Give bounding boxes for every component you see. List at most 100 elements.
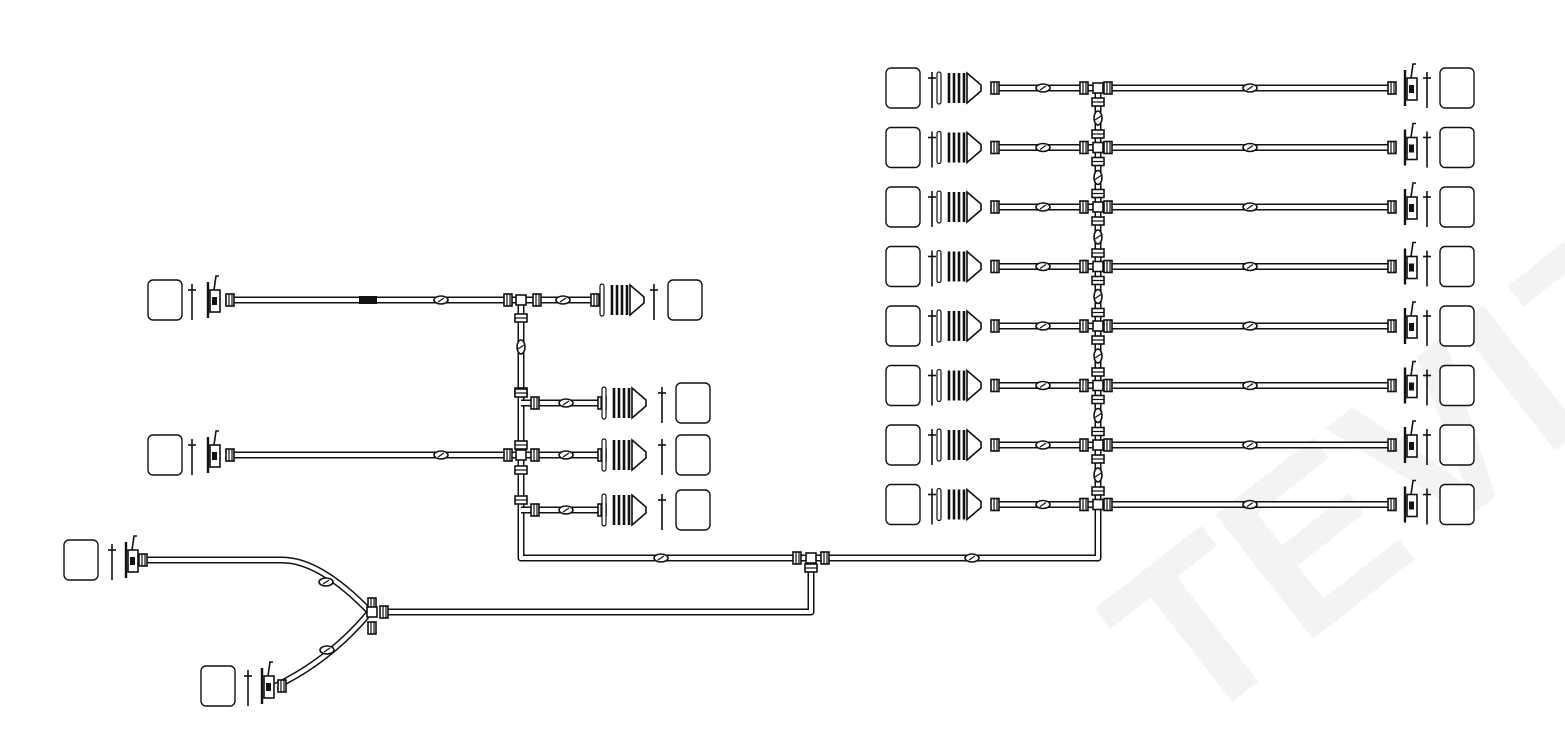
connector-cap-icon — [885, 364, 921, 407]
terminal-block-icon — [206, 275, 221, 318]
rubber-boot-icon — [601, 493, 647, 527]
splice-junction-icon — [515, 294, 527, 306]
rubber-boot-icon — [936, 428, 982, 462]
cable-clip-icon — [1035, 202, 1051, 212]
terminal-block-icon — [1403, 122, 1418, 166]
terminal-block-icon — [206, 430, 221, 473]
connector-cap-icon — [1439, 126, 1475, 169]
cable-clip-icon — [516, 339, 526, 355]
seal-icon — [1079, 378, 1089, 393]
terminal-block-icon — [1403, 63, 1418, 106]
seal-icon — [1091, 216, 1105, 226]
terminal-block-icon — [1403, 182, 1418, 225]
terminal-block-icon — [1403, 241, 1418, 285]
seal-icon — [990, 140, 1000, 155]
seal-icon — [514, 495, 528, 505]
seal-icon — [503, 448, 513, 462]
connector-cap-icon — [1439, 245, 1475, 288]
terminal-block-icon — [1403, 479, 1418, 523]
pin-icon — [1423, 369, 1431, 406]
terminal-block-icon — [260, 661, 275, 704]
pin-icon — [928, 429, 936, 465]
cable-clip-icon — [1242, 261, 1258, 272]
seal-icon — [1079, 259, 1089, 274]
seal-icon — [514, 465, 528, 475]
seal-icon — [990, 438, 1000, 452]
cable-clip-icon — [1035, 261, 1051, 272]
splice-junction-icon — [366, 606, 378, 618]
seal-icon — [1079, 140, 1089, 155]
seal-icon — [1103, 497, 1113, 512]
terminal-block-icon — [124, 535, 139, 578]
seal-icon — [1103, 438, 1113, 452]
seal-icon — [1387, 200, 1397, 214]
cable-clip-icon — [1242, 440, 1258, 450]
splice-junction-icon — [1092, 439, 1104, 451]
seal-icon — [590, 293, 600, 307]
seal-icon — [225, 448, 235, 462]
harness-components — [63, 63, 1475, 707]
rubber-boot-icon — [936, 71, 982, 105]
seal-icon — [530, 448, 540, 462]
splice-junction-icon — [805, 552, 817, 564]
pin-icon — [1423, 488, 1431, 525]
connector-cap-icon — [147, 434, 183, 476]
rubber-boot-icon — [936, 130, 982, 165]
cable-clip-icon — [1093, 169, 1103, 186]
cable-clip-icon — [558, 505, 574, 515]
splice-junction-icon — [1092, 320, 1104, 332]
rubber-boot-icon — [936, 190, 982, 224]
seal-icon — [277, 679, 287, 693]
pin-icon — [244, 670, 252, 706]
seal-icon — [1103, 200, 1113, 214]
connector-cap-icon — [885, 245, 921, 288]
terminal-block-icon — [1403, 360, 1418, 404]
connector-cap-icon — [1439, 186, 1475, 228]
seal-icon — [514, 388, 528, 398]
seal-icon — [1091, 367, 1105, 377]
connector-cap-icon — [885, 483, 921, 526]
seal-icon — [1091, 156, 1105, 167]
splice-junction-icon — [1092, 379, 1104, 392]
pin-icon — [1423, 310, 1431, 346]
seal-icon — [990, 200, 1000, 214]
splice-junction-icon — [1092, 141, 1104, 154]
rubber-boot-icon — [936, 249, 982, 284]
cable-clip-icon — [1035, 83, 1051, 93]
pin-icon — [658, 439, 666, 475]
rubber-boot-icon — [936, 309, 982, 343]
cable-clip-icon — [1242, 499, 1258, 510]
seal-icon — [1091, 248, 1105, 258]
cable-clip-icon — [1035, 440, 1051, 450]
seal-icon — [1103, 140, 1113, 155]
seal-icon — [804, 563, 818, 573]
pin-icon — [188, 284, 196, 320]
seal-icon — [1387, 319, 1397, 333]
pin-icon — [658, 494, 666, 530]
seal-icon — [1387, 438, 1397, 452]
seal-icon — [514, 313, 528, 323]
connector-cap-icon — [1439, 364, 1475, 407]
lower-upper-branch — [140, 556, 373, 615]
splice-junction-icon — [1092, 82, 1104, 94]
connector-cap-icon — [675, 489, 711, 531]
cable-clip-icon — [1093, 467, 1103, 483]
cable-clip-icon — [1035, 380, 1051, 391]
pin-icon — [188, 439, 196, 475]
seal-icon — [1387, 140, 1397, 155]
pin-icon — [928, 72, 936, 108]
seal-icon — [532, 293, 542, 307]
cable-clip-icon — [1242, 142, 1258, 153]
bottom-trunk-line — [517, 510, 1102, 562]
connector-cap-icon — [147, 279, 183, 321]
connector-cap-icon — [675, 382, 711, 424]
cable-clip-icon — [1093, 110, 1103, 126]
pin-icon — [1423, 191, 1431, 227]
splice-junction-icon — [515, 449, 527, 461]
cable-clip-icon — [318, 577, 334, 587]
seal-icon — [990, 81, 1000, 95]
cable-clip-icon — [1242, 202, 1258, 212]
connector-cap-icon — [667, 279, 703, 321]
lower-feed-line — [380, 558, 815, 616]
